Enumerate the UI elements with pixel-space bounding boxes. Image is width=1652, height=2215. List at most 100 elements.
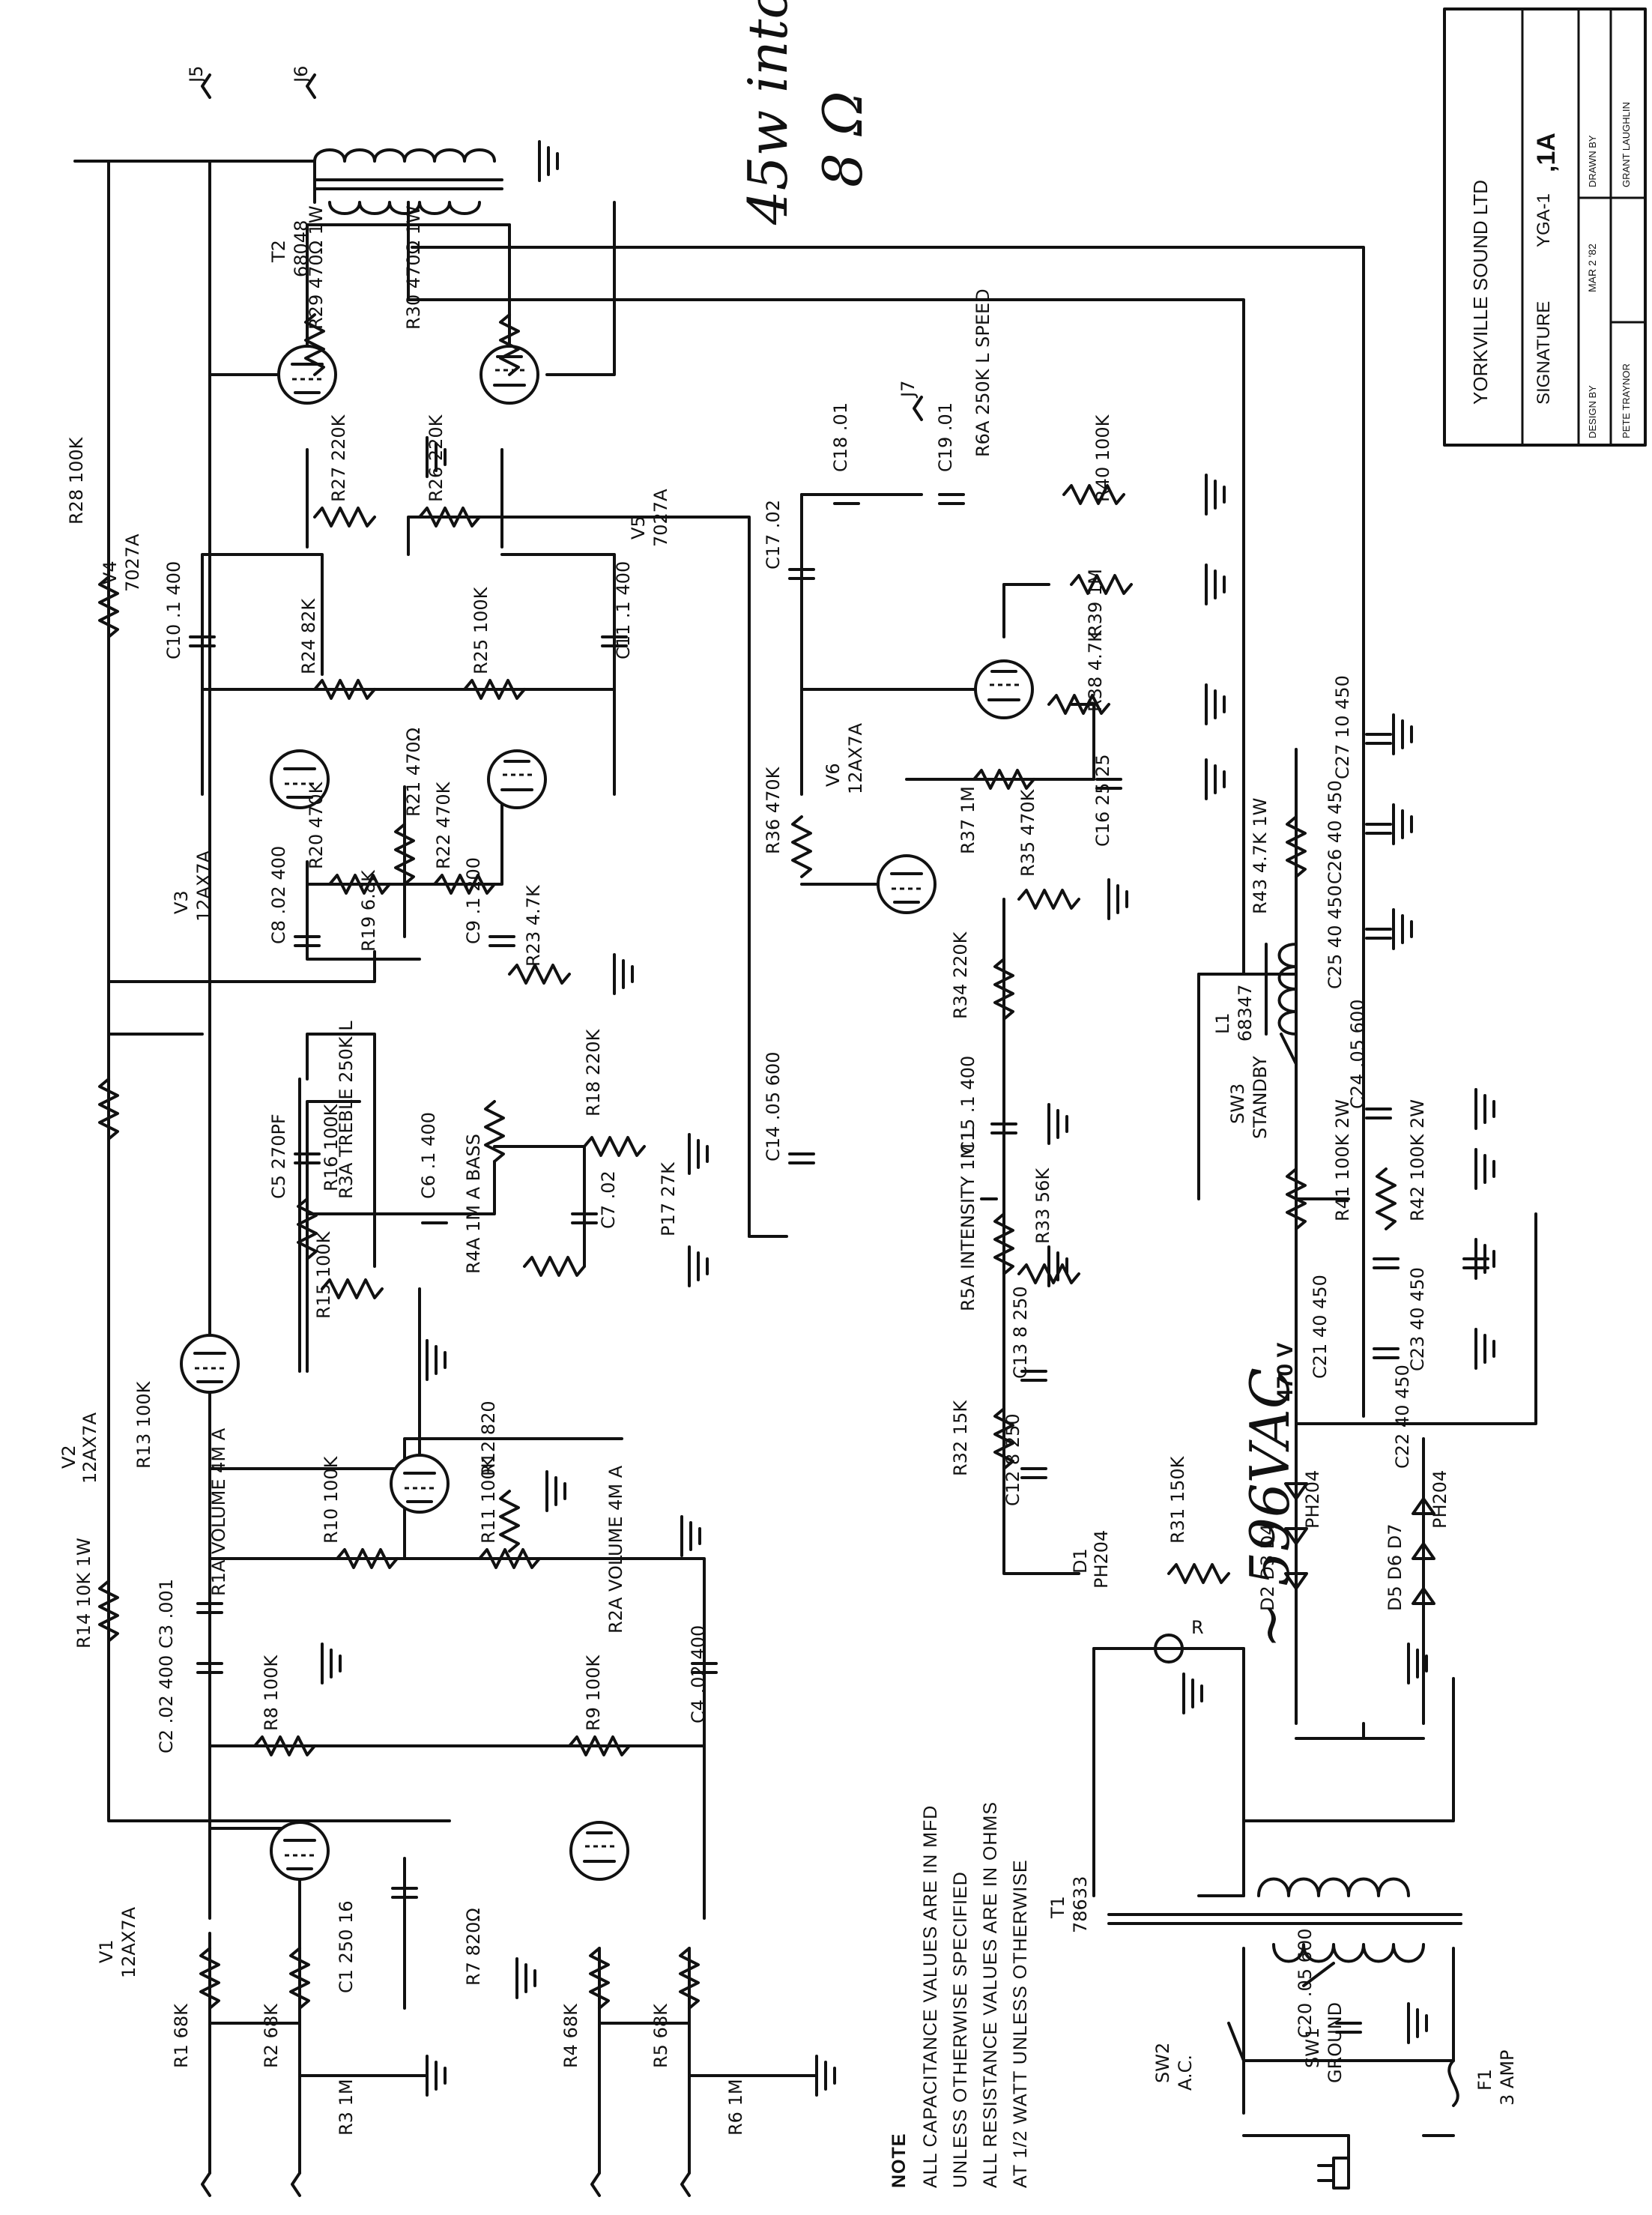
resistor-label-r11: R11 100K [478,1455,499,1544]
resistor-label-r24: R24 82K [298,598,319,674]
note-line-2: UNLESS OTHERWISE SPECIFIED [950,1871,971,2188]
tube-v6b [877,854,937,914]
jack-j4: J4 [680,2172,691,2197]
pot-label-r3a: R3A TREBLE 250K L [336,1021,357,1199]
t2-ref: T2 [268,240,289,263]
pot-label-r6a: R6A 250K L SPEED [972,288,993,457]
capacitor-label-c26: C26 40 450 [1325,780,1346,884]
svg-text:J6: J6 [291,66,312,84]
power-transformer-t1: T1 78633 [1047,1876,1462,1963]
capacitor-label-c9: C9 .1 200 [463,857,484,944]
resistor-label-r37: R37 1M [957,786,978,854]
drafter-name: GRANT LAUGHLIN [1621,102,1632,187]
choke-l1: L1 68347 [1212,943,1298,1042]
resistor-label-r35: R35 470K [1017,788,1038,877]
resistor-label-r1: R1 68K [171,2003,192,2068]
resistor-label-r21: R21 470Ω [403,728,424,817]
resistor-label-r22: R22 470K [433,781,454,869]
note-line-1: ALL CAPACITANCE VALUES ARE IN MFD [920,1805,941,2188]
capacitor-label-c4: C4 .02 400 [688,1625,709,1723]
resistor-label-r30: R30 470Ω 1W [403,205,424,330]
svg-text:F1: F1 [1474,2069,1495,2091]
capacitor-label-c19: C19 .01 [935,402,956,472]
note-heading: NOTE [889,2133,910,2188]
v5-ref: V5 [628,516,649,540]
resistor-label-r15: R15 100K [313,1230,334,1319]
v1-type: 12AX7A [118,1906,139,1978]
note-line-3: ALL RESISTANCE VALUES ARE IN OHMS [980,1801,1001,2188]
resistor-label-r2: R2 68K [261,2003,282,2068]
title-block: YORKVILLE SOUND LTD SIGNATURE YGA-1 ,1A … [1443,7,1647,447]
svg-text:J5: J5 [186,66,207,84]
l1-ref: L1 [1212,1012,1233,1034]
tube-v1a [270,1821,330,1881]
drawing-date: MAR 2 '82 [1586,244,1598,292]
design-by-label: DESIGN BY [1587,385,1598,438]
capacitor-label-c2: C2 .02 400 [156,1655,177,1753]
dc-voltage-annotation: 470 V [1273,1343,1298,1401]
capacitor-label-c20: C20 .05 600 [1295,1928,1316,2038]
resistor-label-r41: R41 100K 2W [1332,1099,1353,1221]
switch-sw2: SW2 A.C. [1152,2022,1245,2091]
capacitor-label-c22: C22 40 450 [1392,1365,1413,1469]
svg-text:GROUND: GROUND [1325,2002,1346,2083]
capacitor-label-c24: C24 .05 600 [1347,999,1368,1109]
resistor-label-r13: R13 100K [133,1380,154,1469]
capacitor-label-c11: C11 .1 400 [613,561,634,659]
designer-name: PETE TRAYNOR [1621,363,1632,438]
resistor-label-r5: R5 68K [650,2003,671,2068]
capacitor-label-c5: C5 270PF [268,1113,289,1199]
jack-j5: J5 [186,66,211,99]
resistor-label-r40: R40 100K [1092,414,1113,502]
jack-j6: J6 [291,66,316,99]
capacitor-label-c18: C18 .01 [830,402,851,472]
resistor-label-r34: R34 220K [950,931,971,1019]
jack-j3: J3 [590,2172,601,2197]
d2-d4-label: D2 D3 D4 [1257,1523,1278,1611]
resistor-label-r4: R4 68K [560,2003,581,2068]
jack-j2: J2 [291,2172,301,2197]
capacitor-label-c21: C21 40 450 [1310,1275,1331,1379]
l1-part: 68347 [1235,985,1256,1042]
v3-type: 12AX7A [193,850,214,922]
capacitor-label-c17: C17 .02 [763,500,784,569]
power-annotation: 45w into [736,0,799,226]
v6-type: 12AX7A [845,722,866,794]
capacitor-label-c3: C3 .001 [156,1579,177,1649]
output-transformer-t2: T2 68048 [268,148,503,277]
svg-text:SW2: SW2 [1152,2043,1173,2083]
capacitor-label-c15: C15 .1 400 [957,1056,978,1154]
resistor-label-r27: R27 220K [328,414,349,502]
resistor-label-r31: R31 150K [1167,1455,1188,1544]
resistor-label-r36: R36 470K [763,766,784,854]
resistor-label-r3: R3 1M [336,2079,357,2136]
resistor-label-p17: P17 27K [658,1161,679,1236]
t1-part: 78633 [1070,1876,1091,1933]
d5-d7-label: D5 D6 D7 [1385,1523,1406,1611]
switch-sw1: SW1 GROUND [1302,1962,1346,2083]
drawn-by-label: DRAWN BY [1587,135,1598,187]
model-name: SIGNATURE [1534,301,1554,405]
resistor-label-r7: R7 820Ω [463,1908,484,1986]
resistor-label-r19: R19 6.8K [358,869,379,952]
svg-text:A.C.: A.C. [1175,2055,1196,2091]
v6-ref: V6 [823,763,844,787]
capacitor-label-c16: C16 25 25 [1092,754,1113,847]
resistor-label-r8: R8 100K [261,1655,282,1731]
capacitor-label-c7: C7 .02 [598,1170,619,1229]
resistor-label-r6: R6 1M [725,2079,746,2136]
resistor-label-r12: R12 820 [478,1400,499,1476]
resistor-label-r25: R25 100K [471,586,491,674]
model-number: YGA-1 [1534,193,1554,247]
resistor-label-r10: R10 100K [321,1455,342,1544]
v2-type: 12AX7A [79,1412,100,1484]
tube-v2b [180,1334,240,1394]
d2-d4-part: PH204 [1302,1470,1323,1529]
resistor-label-r9: R9 100K [583,1655,604,1731]
jack-j7: J7 [898,381,923,421]
capacitor-label-c13: C13 8 250 [1010,1286,1031,1379]
switch-sw3: SW3 STANDBY [1227,1033,1298,1139]
resistor-label-r39: R39 1M [1085,569,1106,637]
resistor-label-r32: R32 15K [950,1400,971,1476]
capacitor-label-c6: C6 .1 400 [418,1112,439,1199]
